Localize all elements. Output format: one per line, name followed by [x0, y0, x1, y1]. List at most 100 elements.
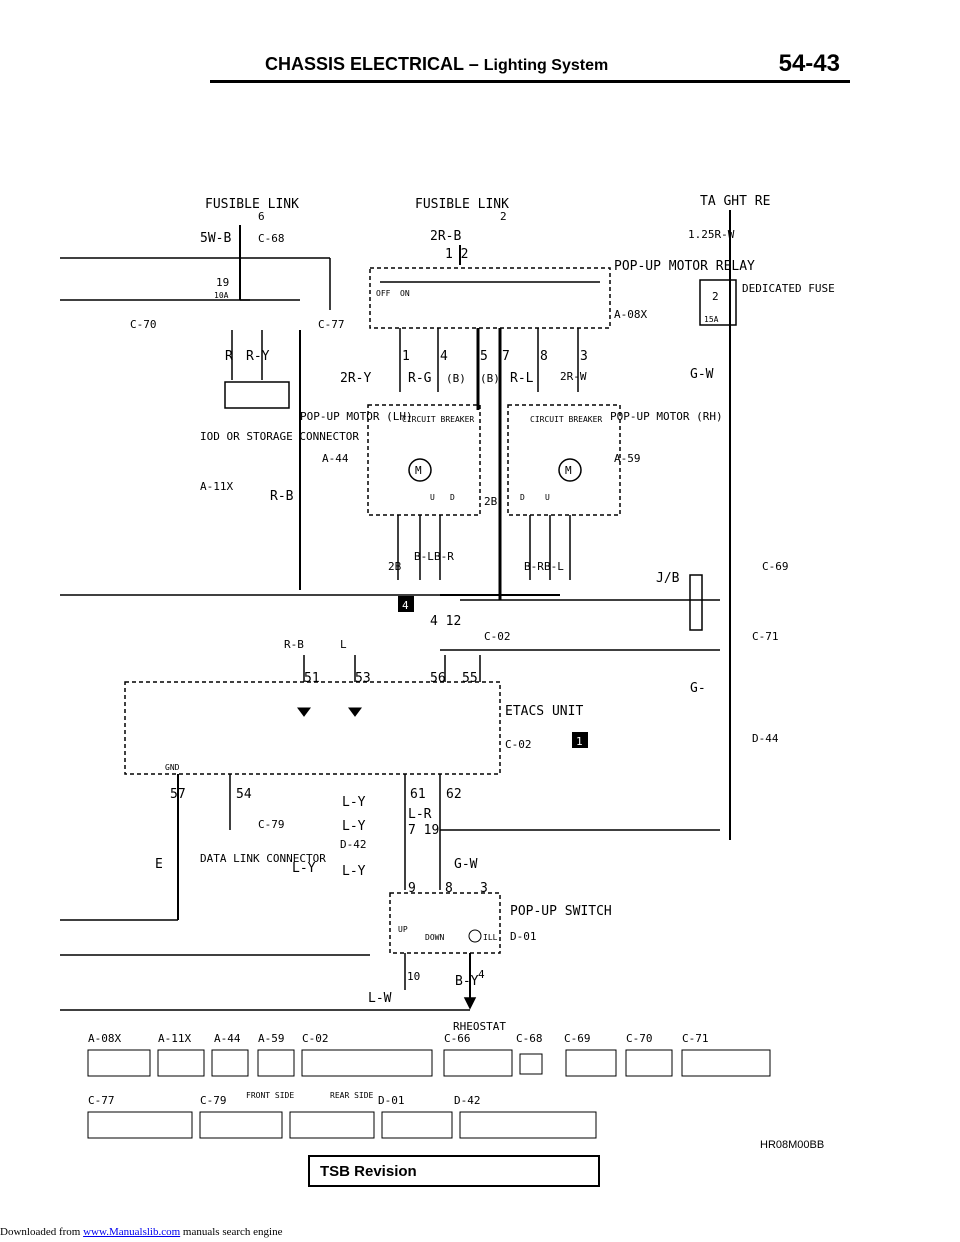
key-c66: C-66 [444, 1032, 471, 1045]
wire-gw-2: G-W [454, 857, 478, 872]
wire-125rw: 1.25R-W [688, 228, 735, 241]
wire-ly-2: L-Y [342, 795, 366, 810]
wire-by: B-Y [455, 974, 479, 989]
fuse-2: 2 [712, 290, 719, 303]
wire-2rw: 2R-W [560, 370, 587, 383]
relay-off: OFF [376, 289, 391, 298]
motor-lh-m: M [415, 464, 422, 477]
wire-2b-center: 2B [484, 495, 498, 508]
wire-rb-2: R-B [284, 638, 304, 651]
connector-a44: A-44 [322, 452, 349, 465]
motor-rh-d: D [520, 493, 525, 502]
ground-label: GND [165, 763, 180, 772]
wire-ly-1: L-Y [292, 861, 316, 876]
pin-etacs-55: 55 [462, 671, 478, 686]
wire-br-lh: B-R [434, 550, 454, 563]
pin-top-7: 7 [502, 349, 510, 364]
manualslib-link[interactable]: www.Manualslib.com [83, 1226, 181, 1238]
connector-a59: A-59 [614, 452, 641, 465]
connector-c70: C-70 [130, 318, 157, 331]
pin-62: 62 [446, 787, 462, 802]
pin-57: 57 [170, 787, 186, 802]
pin-top-5: 5 [480, 349, 488, 364]
switch-ill: ILL [483, 933, 498, 942]
key-a08x: A-08X [88, 1032, 121, 1045]
popup-motor-lh-label: POP-UP MOTOR (LH) [300, 410, 413, 423]
data-link-connector-label: DATA LINK CONNECTOR [200, 852, 326, 865]
key-c70: C-70 [626, 1032, 653, 1045]
pins-1-2: 1 2 [445, 247, 468, 262]
tsb-revision-label: TSB Revision [320, 1163, 417, 1180]
pin-etacs-53: 53 [355, 671, 371, 686]
wire-bl-rh: B-L [544, 560, 564, 573]
pin-top-4: 4 [440, 349, 448, 364]
connector-c68: C-68 [258, 232, 285, 245]
key-front-side: FRONT SIDE [246, 1091, 294, 1100]
key-c68: C-68 [516, 1032, 543, 1045]
pins-4-12: 4 12 [430, 614, 461, 629]
key-c69: C-69 [564, 1032, 591, 1045]
wire-gw: G-W [690, 367, 714, 382]
fusible-link-6-num: 6 [258, 210, 265, 223]
pin-61: 61 [410, 787, 426, 802]
connector-d01: D-01 [510, 930, 537, 943]
motor-lh-d: D [450, 493, 455, 502]
footer-prefix: Downloaded from [0, 1226, 81, 1238]
junction-block-label: J/B [656, 571, 680, 586]
key-a11x: A-11X [158, 1032, 191, 1045]
dedicated-fuse-label: DEDICATED FUSE [742, 282, 835, 295]
key-a44: A-44 [214, 1032, 241, 1045]
switch-down: DOWN [425, 933, 444, 942]
relay-on: ON [400, 289, 410, 298]
pin-switch-8: 8 [445, 881, 453, 896]
connector-c02-etacs: C-02 [505, 738, 532, 751]
header-rule [210, 80, 850, 83]
tsb-revision-box: TSB Revision [308, 1155, 600, 1187]
pin-top-1: 1 [402, 349, 410, 364]
wire-e: E [155, 857, 163, 872]
circuit-breaker-rh: CIRCUIT BREAKER [530, 415, 602, 424]
popup-motor-rh-label: POP-UP MOTOR (RH) [610, 410, 723, 423]
wire-ly-4: L-Y [342, 864, 366, 879]
wire-rb: R-B [270, 489, 294, 504]
step-4-label: 4 [402, 599, 409, 612]
wire-ry: R-Y [246, 349, 270, 364]
wire-rl: R-L [510, 371, 534, 386]
wire-5wb: 5W-B [200, 231, 231, 246]
rheostat-label: RHEOSTAT [453, 1020, 506, 1033]
wire-2b-lh: 2B [388, 560, 402, 573]
connector-a08x: A-08X [614, 308, 647, 321]
step-1-label: 1 [576, 735, 583, 748]
fusible-link-2-num: 2 [500, 210, 507, 223]
wire-g: G- [690, 681, 706, 696]
pin-4: 4 [478, 968, 485, 981]
section-title: CHASSIS ELECTRICAL – Lighting System [265, 54, 609, 74]
key-d42: D-42 [454, 1094, 481, 1107]
wire-ly-3: L-Y [342, 819, 366, 834]
connector-d44: D-44 [752, 732, 779, 745]
motor-rh-u: U [545, 493, 550, 502]
pin-etacs-51: 51 [304, 671, 320, 686]
key-rear-side: REAR SIDE [330, 1091, 374, 1100]
key-a59: A-59 [258, 1032, 285, 1045]
connector-c69: C-69 [762, 560, 789, 573]
wire-2rb: 2R-B [430, 229, 461, 244]
wire-b1: (B) [446, 372, 466, 385]
motor-rh-m: M [565, 464, 572, 477]
wire-lr: L-R [408, 807, 432, 822]
wire-rg: R-G [408, 371, 432, 386]
storage-connector-label: IOD OR STORAGE CONNECTOR [200, 430, 359, 443]
fuse-19: 19 [216, 276, 229, 289]
pin-r: R [225, 349, 233, 364]
fusible-link-2-label: FUSIBLE LINK [415, 197, 509, 212]
diagram-code: HR08M00BB [760, 1139, 824, 1151]
connector-c71: C-71 [752, 630, 779, 643]
circuit-breaker-lh: CIRCUIT BREAKER [402, 415, 474, 424]
page-header: CHASSIS ELECTRICAL – Lighting System 54-… [200, 50, 840, 80]
fuse-2-amp: 15A [704, 315, 719, 324]
switch-up: UP [398, 925, 408, 934]
wire-lw: L-W [368, 991, 392, 1006]
key-c79: C-79 [200, 1094, 227, 1107]
connector-d42: D-42 [340, 838, 367, 851]
connector-key: A-08X A-11X A-44 A-59 C-02 C-66 C-68 C-6… [87, 1032, 824, 1151]
